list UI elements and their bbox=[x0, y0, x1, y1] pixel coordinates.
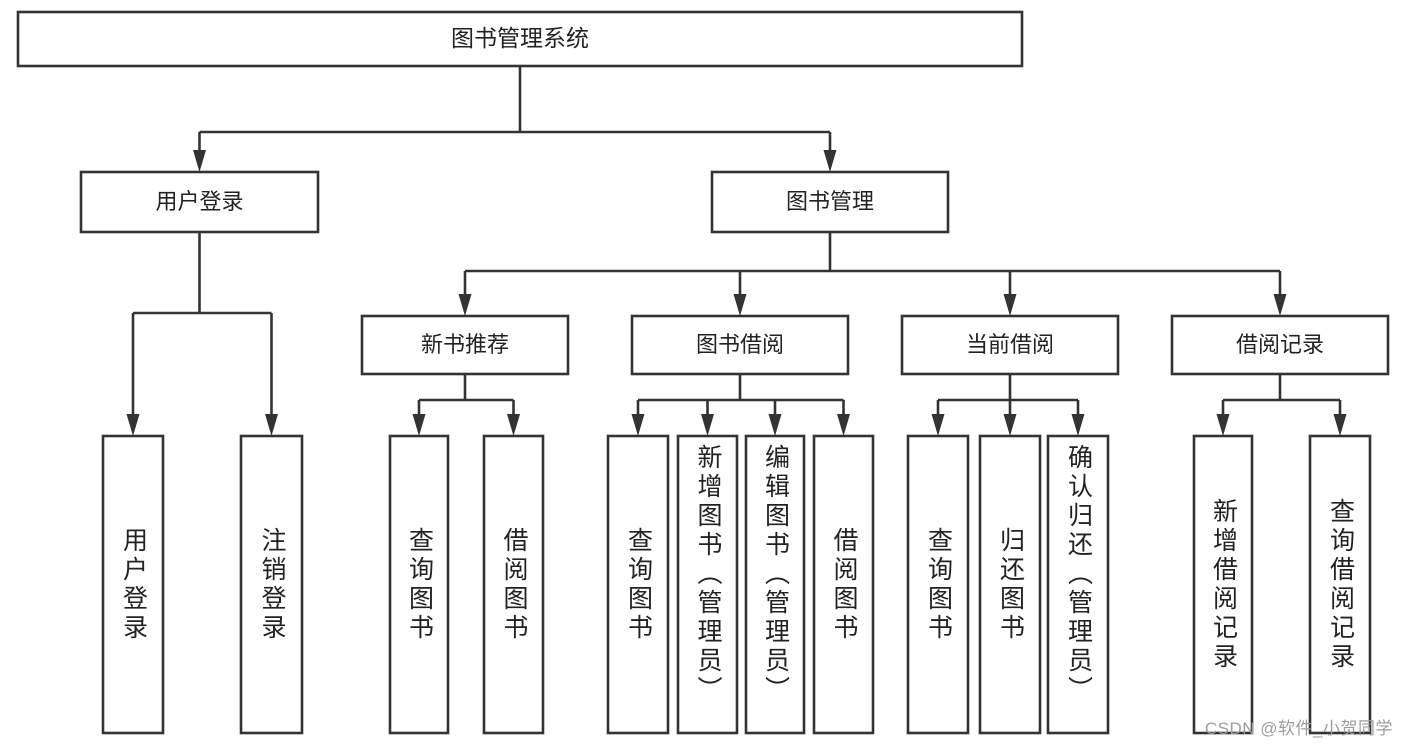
node-box-leaf-edit-book[interactable] bbox=[744, 434, 806, 735]
node-label-root: 图书管理系统 bbox=[451, 25, 589, 51]
node-box-user-login[interactable] bbox=[79, 170, 320, 234]
arrow-icon-leaf-edit-book bbox=[768, 414, 782, 436]
arrow-icon-user-login bbox=[193, 150, 206, 172]
node-box-layer bbox=[16, 10, 1390, 735]
arrow-icon-leaf-logout bbox=[265, 414, 278, 436]
node-box-book-management[interactable] bbox=[710, 170, 950, 234]
node-label-user-login: 用户登录 bbox=[155, 189, 243, 214]
arrow-icon-leaf-query-book-current bbox=[931, 414, 945, 436]
arrow-icon-leaf-borrow-book bbox=[837, 414, 850, 436]
arrow-icon-leaf-add-borrow-record bbox=[1216, 414, 1230, 436]
node-box-leaf-logout[interactable] bbox=[239, 434, 304, 735]
arrow-icon-leaf-user-login bbox=[126, 414, 140, 436]
node-box-leaf-borrow-book-recommend[interactable] bbox=[482, 434, 545, 735]
node-label-book-management: 图书管理 bbox=[786, 189, 874, 214]
node-box-leaf-user-login[interactable] bbox=[101, 434, 165, 735]
arrow-icon-book-management bbox=[823, 150, 837, 172]
node-box-leaf-query-book-recommend[interactable] bbox=[388, 434, 450, 735]
arrow-icon-new-book-recommend bbox=[458, 294, 472, 316]
node-box-leaf-add-borrow-record[interactable] bbox=[1192, 434, 1254, 735]
node-label-book-borrow: 图书借阅 bbox=[696, 332, 784, 357]
node-box-borrow-records[interactable] bbox=[1170, 314, 1390, 376]
node-box-leaf-borrow-book[interactable] bbox=[812, 434, 875, 735]
node-box-leaf-confirm-return[interactable] bbox=[1046, 434, 1110, 735]
node-box-current-borrow[interactable] bbox=[900, 314, 1120, 376]
arrow-icon-leaf-confirm-return bbox=[1071, 414, 1085, 436]
node-box-leaf-query-book-current[interactable] bbox=[906, 434, 970, 735]
node-box-book-borrow[interactable] bbox=[630, 314, 850, 376]
node-box-leaf-return-book[interactable] bbox=[978, 434, 1042, 735]
arrow-icon-leaf-query-borrow-record bbox=[1333, 414, 1347, 436]
node-label-borrow-records: 借阅记录 bbox=[1236, 332, 1324, 357]
arrow-icon-leaf-query-book-recommend bbox=[412, 414, 426, 436]
connector-layer bbox=[126, 66, 1347, 436]
arrow-icon-leaf-return-book bbox=[1003, 414, 1017, 436]
arrow-icon-borrow-records bbox=[1273, 294, 1287, 316]
node-label-new-book-recommend: 新书推荐 bbox=[421, 332, 509, 357]
arrow-icon-leaf-query-book-borrow bbox=[631, 414, 645, 436]
node-label-current-borrow: 当前借阅 bbox=[966, 332, 1054, 357]
node-box-new-book-recommend[interactable] bbox=[360, 314, 570, 376]
node-box-leaf-query-book-borrow[interactable] bbox=[606, 434, 670, 735]
node-box-leaf-add-book[interactable] bbox=[676, 434, 739, 735]
node-box-leaf-query-borrow-record[interactable] bbox=[1308, 434, 1372, 735]
arrow-icon-current-borrow bbox=[1003, 294, 1017, 316]
node-box-root[interactable] bbox=[16, 10, 1024, 68]
arrow-icon-leaf-add-book bbox=[701, 414, 714, 436]
arrow-icon-leaf-borrow-book-recommend bbox=[507, 414, 520, 436]
arrow-icon-book-borrow bbox=[733, 294, 747, 316]
